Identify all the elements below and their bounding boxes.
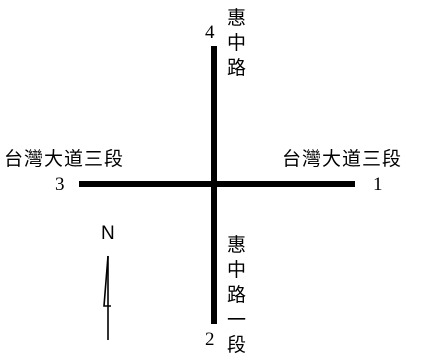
south-road-char: 中 bbox=[227, 259, 247, 281]
north-road-char: 中 bbox=[227, 32, 247, 54]
north-road-number: 4 bbox=[205, 22, 215, 43]
north-road-char: 惠 bbox=[227, 7, 247, 29]
south-road-char: 路 bbox=[227, 284, 247, 306]
north-label: N bbox=[101, 223, 115, 244]
north-road-char: 路 bbox=[227, 57, 247, 79]
east-road-number: 1 bbox=[373, 174, 383, 195]
south-road-char: 惠 bbox=[227, 234, 247, 256]
east-road-name: 台灣大道三段 bbox=[282, 148, 403, 170]
south-road-name: 惠 中 路 一 段 bbox=[227, 233, 246, 358]
south-road-number: 2 bbox=[205, 329, 215, 350]
north-road-name: 惠 中 路 bbox=[227, 6, 246, 81]
west-road-name: 台灣大道三段 bbox=[4, 148, 125, 170]
south-road-char: 段 bbox=[227, 334, 247, 356]
south-road-char: 一 bbox=[227, 309, 247, 331]
north-arrow-icon bbox=[103, 255, 111, 340]
east-west-road bbox=[79, 181, 355, 187]
west-road-number: 3 bbox=[55, 174, 65, 195]
